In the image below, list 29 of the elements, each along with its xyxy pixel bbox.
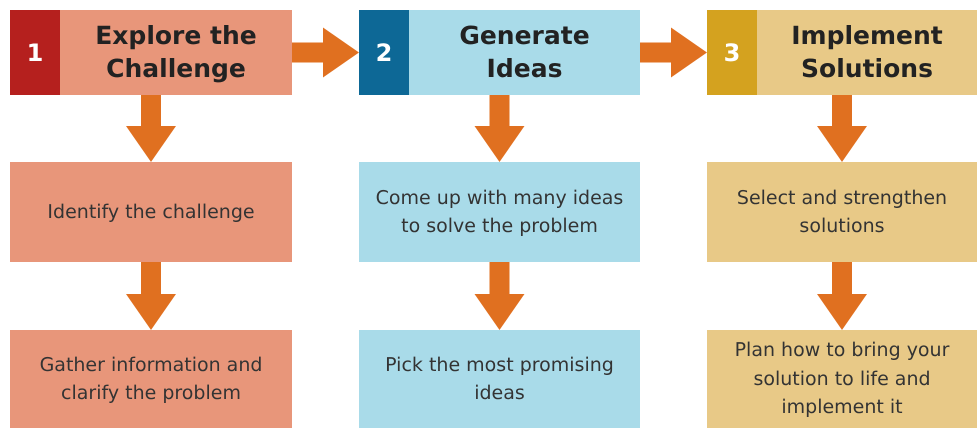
step-header	[707, 10, 977, 95]
step-text: Gather information and clarify the problem	[38, 352, 264, 406]
step-box	[359, 162, 640, 262]
step-title: Implement Solutions	[790, 20, 944, 84]
step-text: Select and strengthen solutions	[736, 186, 948, 239]
step-title: Explore the Challenge	[94, 20, 258, 84]
arrow	[126, 95, 176, 162]
step-box	[10, 162, 292, 262]
arrow	[292, 28, 359, 78]
step-header	[359, 10, 640, 95]
step-box	[359, 330, 640, 428]
arrow	[474, 262, 524, 330]
step-text: Identify the challenge	[46, 200, 256, 225]
step-box	[10, 330, 292, 428]
step-title: Generate Ideas	[458, 20, 591, 84]
step-number: 1	[10, 10, 60, 95]
step-header	[10, 10, 292, 95]
step-number: 2	[359, 10, 409, 95]
arrow	[474, 95, 524, 162]
step-box	[707, 162, 977, 262]
arrow	[126, 262, 176, 330]
arrow	[817, 262, 867, 330]
step-box	[707, 330, 977, 428]
arrow	[817, 95, 867, 162]
step-text: Come up with many ideas to solve the problem	[374, 186, 624, 239]
arrow	[640, 28, 707, 78]
step-text: Plan how to bring your solution to life and implement it	[734, 338, 950, 420]
step-text: Pick the most promising ideas	[384, 352, 615, 406]
step-number: 3	[707, 10, 757, 95]
